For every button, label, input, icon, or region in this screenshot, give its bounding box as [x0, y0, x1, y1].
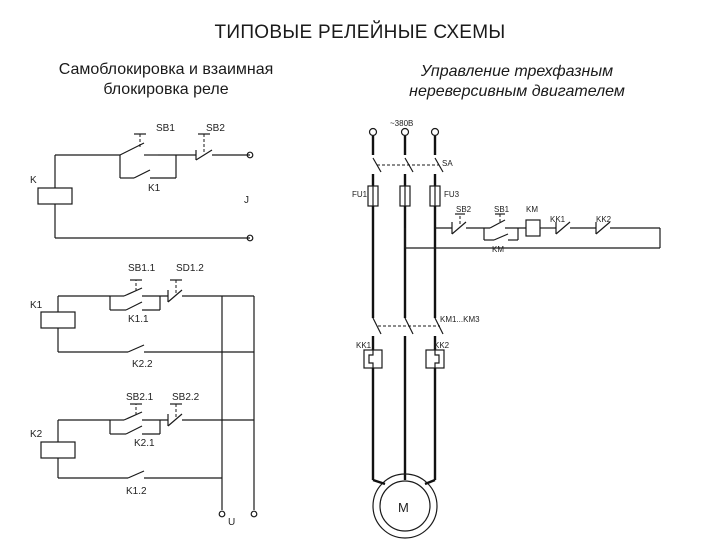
label-kk2-heater: KK2 — [434, 341, 450, 350]
k1-2-interlock-contact — [127, 470, 145, 479]
terminal — [250, 510, 258, 518]
km-coil — [525, 219, 541, 237]
relay-k2-coil — [40, 441, 76, 459]
terminal — [218, 510, 226, 518]
label-sb2-right: SB2 — [456, 205, 472, 214]
k1-1-hold-contact — [125, 301, 143, 311]
kk2-thermal-contact — [595, 221, 611, 235]
self-lock-circuit: SB1 SB2 K K1 J — [30, 123, 254, 242]
sb2-1-button — [123, 411, 143, 421]
label-j: J — [244, 195, 249, 206]
motor-control-circuit: ~380В SA FU1 FU3 — [352, 119, 661, 539]
terminal — [368, 127, 378, 137]
terminal — [246, 234, 254, 242]
label-sb1-2: SD1.2 — [176, 263, 204, 274]
k2-1-hold-contact — [125, 425, 143, 435]
label-sb1: SB1 — [156, 123, 175, 134]
km-main-contact — [372, 317, 382, 335]
label-sb1-right: SB1 — [494, 205, 510, 214]
relay-k1-coil — [40, 311, 76, 329]
label-kk2: KK2 — [596, 215, 612, 224]
label-sb1-1: SB1.1 — [128, 263, 156, 274]
relay-k-coil — [37, 187, 73, 205]
label-k1: K1 — [148, 183, 161, 194]
label-u: U — [228, 517, 235, 528]
label-kk1: KK1 — [550, 215, 566, 224]
label-k1-1: K1.1 — [128, 314, 149, 325]
label-k2-2: K2.2 — [132, 359, 153, 370]
km-hold-contact — [493, 233, 509, 241]
right-subtitle: Управление трехфазным нереверсивным двиг… — [352, 62, 682, 102]
page-title: ТИПОВЫЕ РЕЛЕЙНЫЕ СХЕМЫ — [214, 22, 506, 43]
left-subtitle: Самоблокировка и взаимная блокировка рел… — [18, 60, 314, 100]
label-motor: M — [398, 500, 409, 515]
label-sb2: SB2 — [206, 123, 225, 134]
label-km-main: KM1...KM3 — [440, 315, 480, 324]
sb2-stop-button — [451, 221, 467, 235]
terminal — [430, 127, 440, 137]
label-km-hold: KM — [492, 245, 504, 254]
sb1-2-button — [167, 289, 183, 303]
interlock-circuit: U SB1.1 SD1.2 K1 K1.1 K2.2 — [30, 263, 258, 528]
label-fu3: FU3 — [444, 190, 460, 199]
label-kk1-heater: KK1 — [356, 341, 372, 350]
sb2-2-button — [167, 413, 183, 427]
label-k1-coil: K1 — [30, 300, 43, 311]
terminal — [246, 151, 254, 159]
label-k: K — [30, 175, 37, 186]
terminal — [400, 127, 410, 137]
k2-2-interlock-contact — [127, 344, 145, 353]
label-voltage: ~380В — [390, 119, 413, 128]
sb1-1-button — [123, 287, 143, 297]
left-subtitle-line2: блокировка реле — [103, 81, 229, 98]
right-subtitle-line2: нереверсивным двигателем — [409, 83, 625, 100]
label-sb2-2: SB2.2 — [172, 392, 200, 403]
label-fu1: FU1 — [352, 190, 368, 199]
k1-hold-contact — [133, 169, 151, 179]
right-subtitle-line1: Управление трехфазным — [420, 63, 614, 80]
sb1-start-button — [489, 219, 506, 229]
label-sa: SA — [442, 159, 453, 168]
label-k1-2: K1.2 — [126, 486, 147, 497]
label-km: KM — [526, 205, 538, 214]
sb2-button — [195, 149, 213, 161]
label-k2-coil: K2 — [30, 429, 43, 440]
label-sb2-1: SB2.1 — [126, 392, 154, 403]
motor-symbol — [372, 473, 438, 539]
left-subtitle-line1: Самоблокировка и взаимная — [58, 61, 274, 78]
label-k2-1: K2.1 — [134, 438, 155, 449]
kk1-thermal-contact — [555, 221, 571, 235]
motor-inner-ring — [379, 480, 431, 532]
